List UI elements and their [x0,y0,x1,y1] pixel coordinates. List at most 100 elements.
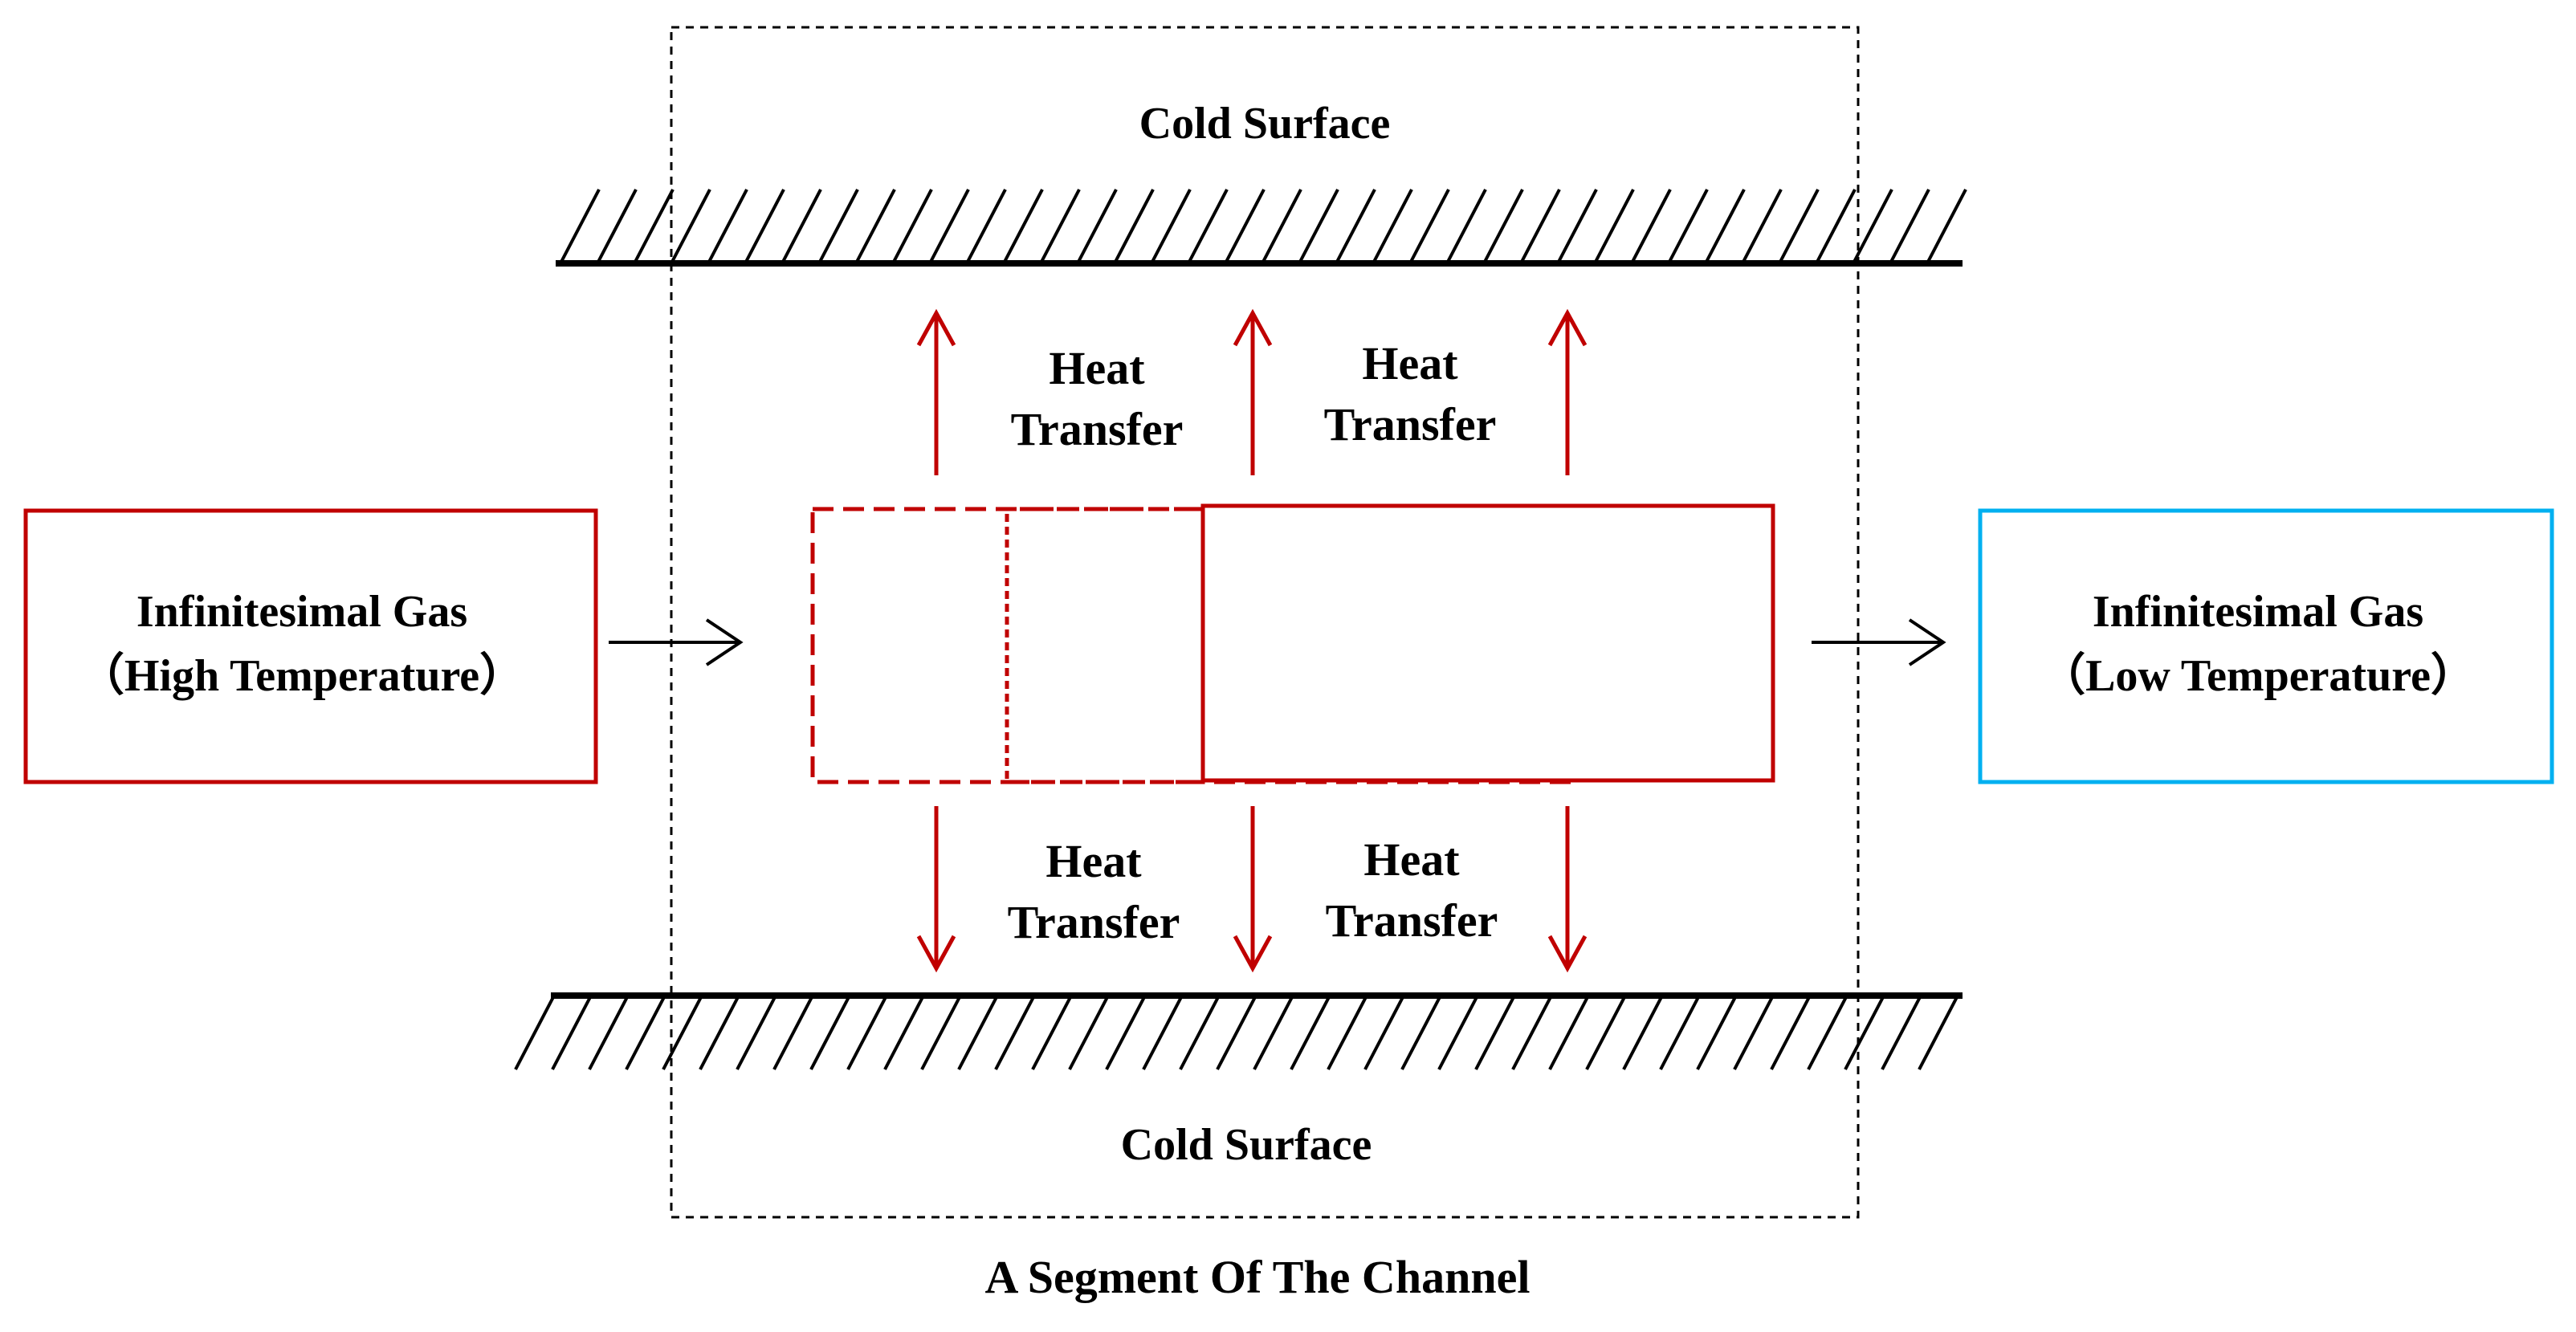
wall-hatch-mark [1815,189,1857,264]
wall-hatch-mark [1807,995,1848,1070]
wall-hatch-mark [1113,189,1155,264]
outlet-gas-label: Infinitesimal Gas [2093,587,2423,637]
heat-transfer-label-bottom-right-line2: Transfer [1326,894,1498,947]
inlet-gas-temperature: （High Temperature） [79,650,524,701]
wall-hatch-mark [699,995,740,1070]
wall-hatch-mark [920,995,962,1070]
wall-hatch-mark [588,995,630,1070]
wall-hatch-mark [1261,189,1302,264]
wall-hatch-mark [1482,189,1524,264]
wall-hatch-mark [707,189,748,264]
wall-hatch-mark [994,995,1036,1070]
wall-hatch-mark [551,995,593,1070]
wall-hatch-mark [1105,995,1147,1070]
wall-hatch-mark [633,189,675,264]
heat-transfer-label-top-right-line1: Heat [1362,337,1458,389]
wall-hatch-mark [1068,995,1110,1070]
wall-hatch-mark [1216,995,1257,1070]
wall-hatch-mark [1445,189,1487,264]
wall-hatch-mark [1585,995,1627,1070]
wall-hatch-mark [1778,189,1820,264]
wall-hatch-mark [883,995,925,1070]
diagram-caption: A Segment Of The Channel [985,1251,1531,1303]
wall-hatch-mark [1298,189,1339,264]
wall-hatch-mark [1511,995,1553,1070]
wall-hatch-mark [514,995,556,1070]
wall-hatch-mark [772,995,814,1070]
wall-hatch-mark [1704,189,1746,264]
wall-hatch-mark [744,189,785,264]
bottom-cold-surface-wall [514,992,1963,1070]
bottom-surface-label: Cold Surface [1121,1120,1372,1170]
wall-hatch-mark [1290,995,1331,1070]
heat-transfer-label-top-left-line2: Transfer [1011,403,1184,455]
wall-hatch-mark [1852,189,1893,264]
wall-hatch-mark [596,189,638,264]
wall-hatch-mark [1327,995,1368,1070]
heat-transfer-label-top-right-line2: Transfer [1324,398,1497,450]
wall-hatch-mark [965,189,1007,264]
wall-hatch-mark [1039,189,1081,264]
wall-hatch-mark [1548,995,1590,1070]
heat-arrow-down-2 [1233,806,1273,973]
wall-hatch-mark [1696,995,1738,1070]
wall-hatch-mark [1733,995,1775,1070]
wall-hatch-mark [1076,189,1118,264]
wall-hatch-mark [817,189,859,264]
wall-hatch-mark [1622,995,1664,1070]
heat-arrow-down-3 [1547,806,1588,973]
gas-element-intermediate-position [1005,507,1205,784]
wall-hatch-mark [736,995,777,1070]
wall-hatch-mark [1224,189,1266,264]
wall-hatch-mark [1408,189,1450,264]
wall-hatch-mark [846,995,888,1070]
wall-hatch-mark [1770,995,1812,1070]
wall-hatch-mark [1335,189,1376,264]
heat-arrow-up-1 [916,308,956,475]
wall-hatch-mark [1659,995,1701,1070]
wall-hatch-mark [1253,995,1294,1070]
wall-hatch-mark [1926,189,1967,264]
channel-segment-frame [670,26,1860,1219]
wall-hatch-mark [1372,189,1413,264]
wall-hatch-mark [957,995,999,1070]
wall-hatch-mark [891,189,933,264]
wall-hatch-mark [1889,189,1930,264]
wall-hatch-mark [928,189,970,264]
heat-arrow-down-1 [916,806,956,973]
wall-hatch-mark [1150,189,1192,264]
wall-hatch-mark [1187,189,1229,264]
heat-transfer-label-top-left-line1: Heat [1049,342,1145,394]
wall-hatch-mark [1918,995,1959,1070]
heat-transfer-label-bottom-left-line1: Heat [1045,835,1142,887]
wall-hatch-mark [1437,995,1479,1070]
heat-arrow-up-3 [1547,308,1588,475]
wall-hatch-mark [1844,995,1885,1070]
wall-hatch-mark [1474,995,1516,1070]
top-cold-surface-wall [556,189,1967,267]
wall-hatch-mark [625,995,666,1070]
gas-element-current-position [1200,503,1775,783]
heat-transfer-label-bottom-right-line1: Heat [1363,833,1460,886]
wall-hatch-mark [662,995,703,1070]
wall-hatch-mark [1667,189,1709,264]
wall-hatch-mark [1400,995,1442,1070]
wall-hatch-mark [1519,189,1561,264]
wall-hatch-mark [1741,189,1783,264]
wall-hatch-mark [1179,995,1221,1070]
inlet-gas-label: Infinitesimal Gas [137,587,467,637]
wall-hatch-mark [854,189,896,264]
wall-hatch-mark [809,995,851,1070]
wall-hatch-mark [1002,189,1044,264]
outlet-gas-temperature: （Low Temperature） [2040,650,2476,701]
wall-hatch-mark [781,189,822,264]
wall-hatch-mark [1142,995,1184,1070]
wall-hatch-mark [1363,995,1405,1070]
heat-arrow-up-2 [1233,308,1273,475]
top-surface-label: Cold Surface [1139,99,1391,149]
outlet-gas-box [1978,508,2554,784]
outlet-flow-arrow [1812,618,1946,666]
wall-hatch-mark [1593,189,1635,264]
wall-hatch-mark [1630,189,1672,264]
